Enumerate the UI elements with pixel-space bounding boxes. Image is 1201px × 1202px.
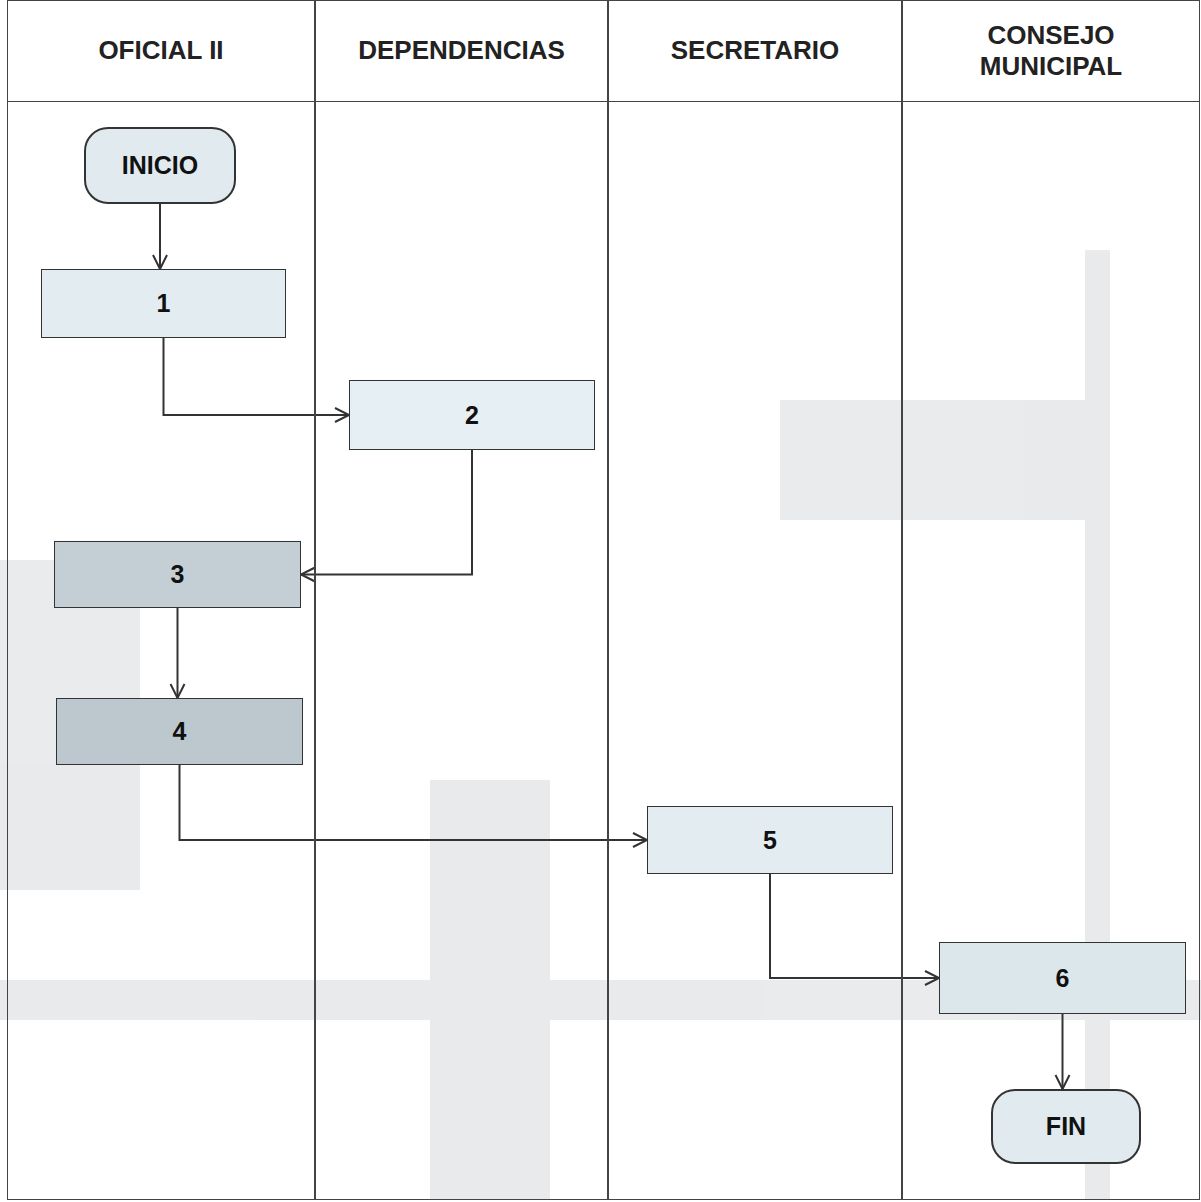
process-box: 2 — [349, 380, 595, 450]
flow-arrow — [770, 874, 939, 978]
step-number: 6 — [1056, 964, 1070, 993]
flow-arrow — [164, 338, 350, 415]
step-number: 5 — [763, 826, 777, 855]
flow-arrow — [180, 765, 648, 840]
swimlane: CONSEJO MUNICIPAL 6FIN — [902, 0, 1200, 1200]
process-box: 3 — [54, 541, 301, 608]
flow-arrow — [301, 450, 472, 575]
roof-shape — [780, 400, 1100, 520]
flow-arrow — [177, 608, 179, 698]
lane-header: SECRETARIO — [609, 1, 901, 102]
lane-header: DEPENDENCIAS — [316, 1, 607, 102]
process-box: 6 — [939, 942, 1186, 1014]
lane-title: CONSEJO MUNICIPAL — [946, 20, 1156, 82]
terminal-box: FIN — [991, 1089, 1141, 1164]
lane-title: DEPENDENCIAS — [358, 35, 565, 66]
swimlane: SECRETARIO 5 — [608, 0, 902, 1200]
terminal-box: INICIO — [84, 127, 236, 204]
step-number: 1 — [157, 289, 171, 318]
swimlane: OFICIAL II INICIO 1 3 4 — [7, 0, 315, 1200]
flow-arrow — [159, 204, 161, 269]
lane-header: OFICIAL II — [8, 1, 314, 102]
step-number: 3 — [171, 560, 185, 589]
flow-arrow — [1062, 1014, 1064, 1089]
process-box: 5 — [647, 806, 893, 874]
lamp-post — [1085, 250, 1110, 1200]
lane-title: SECRETARIO — [671, 35, 840, 66]
process-box: 4 — [56, 698, 303, 765]
terminal-label: INICIO — [122, 151, 198, 180]
swimlane: DEPENDENCIAS 2 — [315, 0, 608, 1200]
lane-header: CONSEJO MUNICIPAL — [903, 1, 1199, 102]
step-number: 4 — [173, 717, 187, 746]
process-box: 1 — [41, 269, 286, 338]
lane-title: OFICIAL II — [98, 35, 223, 66]
step-number: 2 — [465, 401, 479, 430]
terminal-label: FIN — [1046, 1112, 1086, 1141]
